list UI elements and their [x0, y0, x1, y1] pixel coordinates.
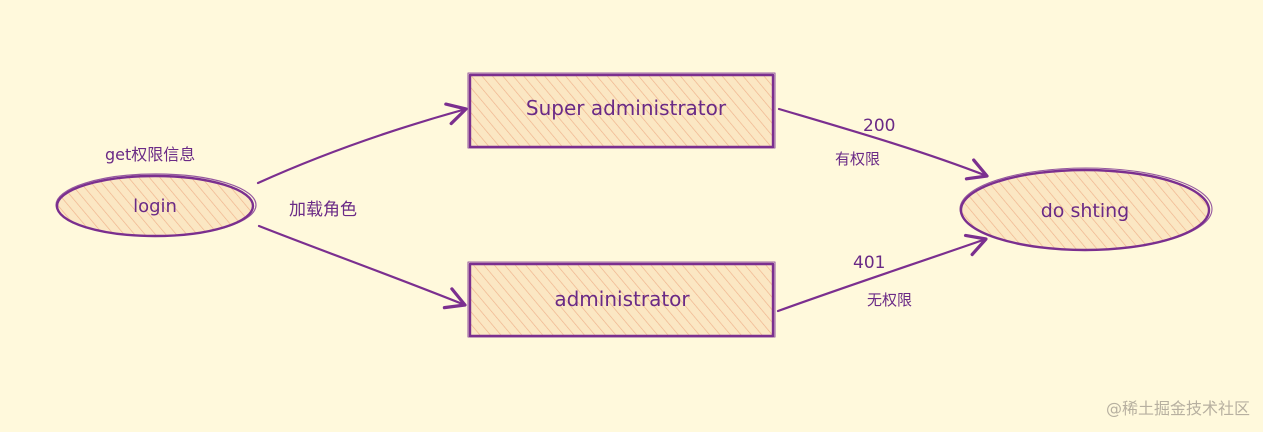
arrow-super-admin-to-do-something — [777, 107, 989, 181]
arrow-login-to-super-admin — [256, 102, 468, 185]
administrator-label: administrator — [554, 287, 690, 311]
do-something-node: do shting — [959, 167, 1213, 252]
load-role-label: 加载角色 — [289, 200, 357, 220]
no-permission-label: 无权限 — [867, 291, 912, 309]
has-permission-label: 有权限 — [835, 150, 880, 168]
login-label: login — [133, 196, 177, 217]
administrator-node: administrator — [467, 261, 776, 338]
get-permissions-label: get权限信息 — [105, 145, 195, 164]
code-401-label: 401 — [853, 253, 885, 273]
super-administrator-node: Super administrator — [467, 72, 776, 149]
do-something-label: do shting — [1041, 200, 1130, 222]
login-node: login — [55, 173, 257, 238]
watermark-text: @稀土掘金技术社区 — [1106, 399, 1250, 418]
arrow-admin-to-do-something — [776, 233, 988, 313]
super-administrator-label: Super administrator — [526, 96, 727, 120]
code-200-label: 200 — [863, 116, 895, 136]
arrow-login-to-admin — [257, 224, 467, 310]
